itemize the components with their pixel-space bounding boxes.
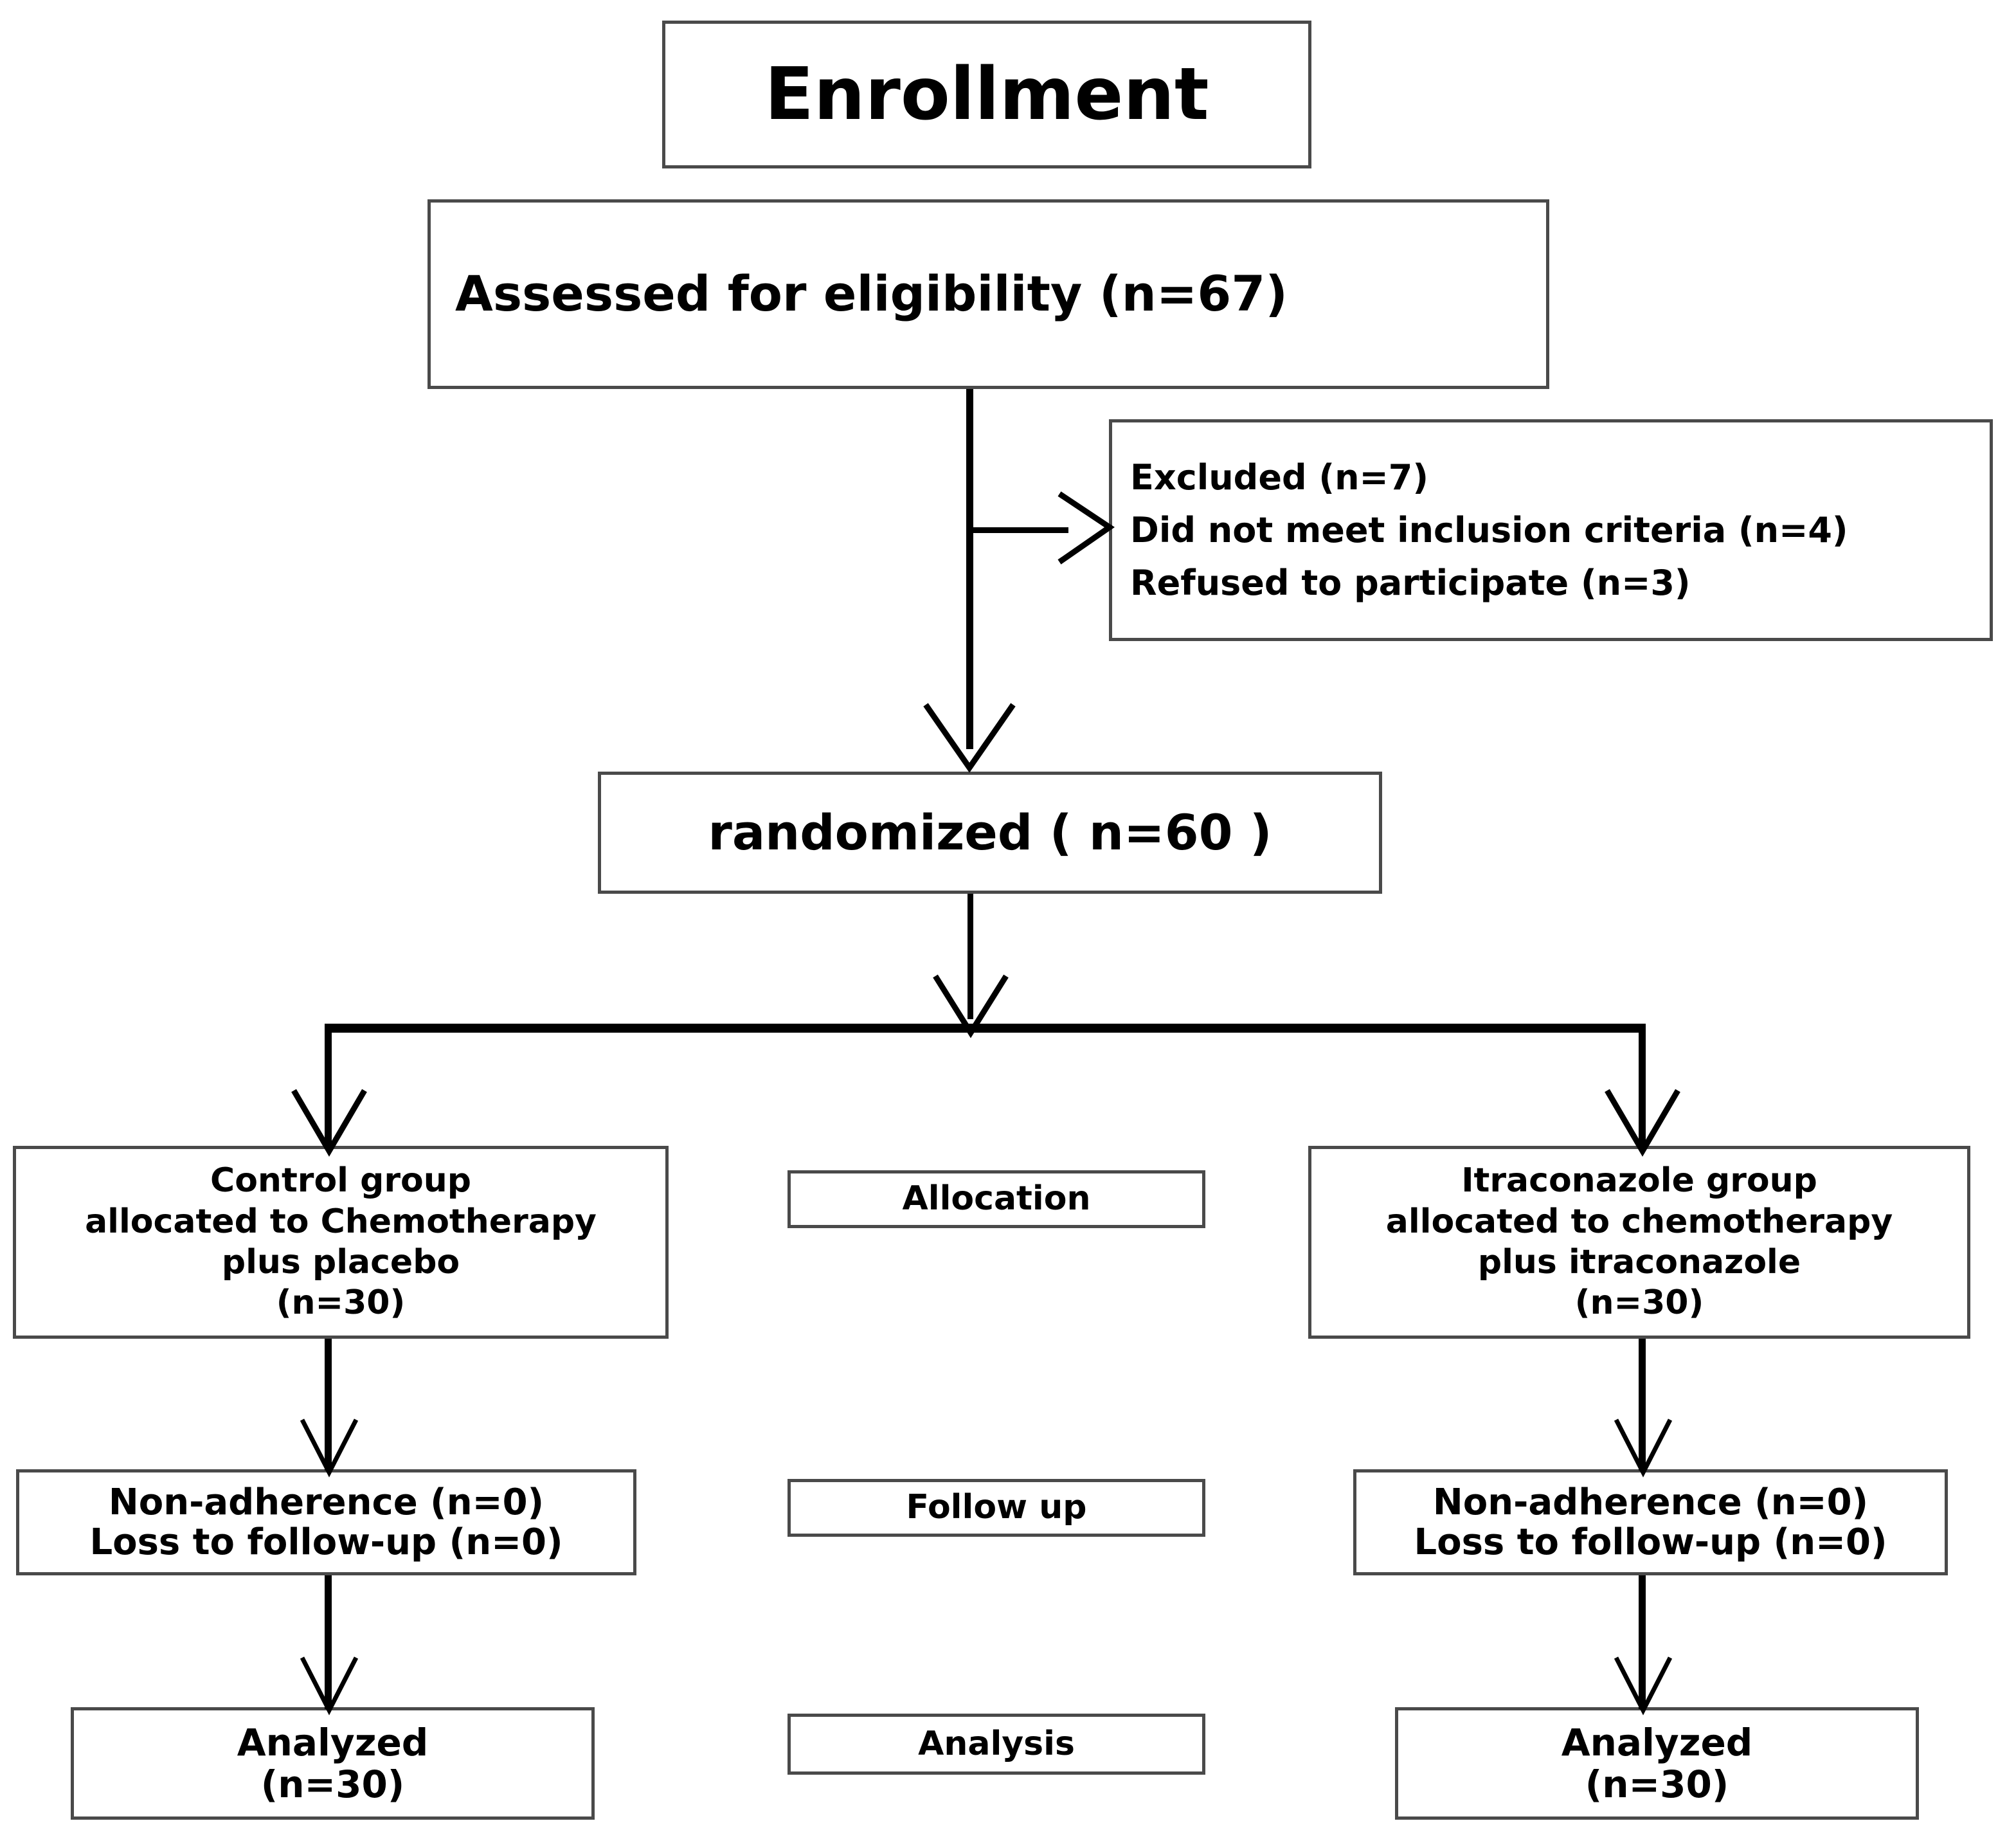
connector-split-arrowhead: [933, 974, 1009, 1038]
connector-excluded-arrowhead: [1058, 491, 1115, 565]
follow-up-control-non-adherence: Non-adherence (n=0): [108, 1481, 544, 1523]
assessed-for-eligibility-box: Assessed for eligibility (n=67): [428, 199, 1549, 389]
excluded-total-line: Excluded (n=7): [1130, 457, 1429, 498]
connector-randomized-trunk: [968, 894, 973, 1019]
allocation-itraconazole-line-4: (n=30): [1574, 1283, 1704, 1323]
connector-control-analysis-arrowhead: [300, 1656, 359, 1716]
connector-itra-alloc-to-followup-line: [1639, 1339, 1646, 1471]
allocation-control-line-1: Control group: [210, 1161, 471, 1200]
connector-randomized-arrowhead: [923, 703, 1016, 773]
connector-itra-followup-arrowhead: [1614, 1418, 1673, 1478]
follow-up-itraconazole-non-adherence: Non-adherence (n=0): [1432, 1481, 1869, 1523]
excluded-reason-refused-line: Refused to participate (n=3): [1130, 562, 1691, 603]
connector-itra-followup-to-analysis-line: [1639, 1575, 1646, 1709]
allocation-control-line-2: allocated to Chemotherapy: [85, 1202, 597, 1241]
follow-up-control-text: Non-adherence (n=0) Loss to follow-up (n…: [19, 1483, 633, 1562]
analysis-itraconazole-box: Analyzed (n=30): [1395, 1707, 1919, 1820]
allocation-control-line-3: plus placebo: [221, 1243, 460, 1282]
follow-up-itraconazole-loss: Loss to follow-up (n=0): [1414, 1521, 1887, 1563]
connector-split-bar: [325, 1024, 1646, 1033]
connector-control-followup-to-analysis-line: [325, 1575, 332, 1709]
allocation-itraconazole-line-1: Itraconazole group: [1461, 1161, 1817, 1200]
connector-excluded-branch-line: [972, 527, 1068, 533]
assessed-for-eligibility-label: Assessed for eligibility (n=67): [455, 265, 1288, 323]
analysis-itraconazole-line-2: (n=30): [1585, 1762, 1729, 1806]
analysis-stage-box: Analysis: [788, 1714, 1205, 1775]
connector-allocation-control-arrowhead: [291, 1089, 367, 1157]
connector-itra-analysis-arrowhead: [1614, 1656, 1673, 1716]
enrollment-stage-box: Enrollment: [662, 21, 1311, 168]
excluded-box: Excluded (n=7) Did not meet inclusion cr…: [1109, 419, 1993, 641]
analysis-control-text: Analyzed (n=30): [74, 1720, 591, 1806]
follow-up-stage-box: Follow up: [788, 1479, 1205, 1537]
connector-split-left-drop: [325, 1024, 332, 1146]
analysis-control-line-1: Analyzed: [237, 1720, 429, 1764]
follow-up-itraconazole-box: Non-adherence (n=0) Loss to follow-up (n…: [1353, 1469, 1948, 1575]
follow-up-control-loss: Loss to follow-up (n=0): [89, 1521, 563, 1563]
allocation-itraconazole-line-3: plus itraconazole: [1477, 1243, 1801, 1282]
analysis-control-box: Analyzed (n=30): [71, 1707, 595, 1820]
allocation-itraconazole-text: Itraconazole group allocated to chemothe…: [1311, 1161, 1967, 1324]
analysis-control-line-2: (n=30): [260, 1762, 405, 1806]
allocation-control-line-4: (n=30): [276, 1283, 406, 1323]
excluded-reason-inclusion-line: Did not meet inclusion criteria (n=4): [1130, 509, 1848, 550]
analysis-itraconazole-text: Analyzed (n=30): [1398, 1720, 1916, 1806]
randomized-label: randomized ( n=60 ): [708, 803, 1272, 861]
allocation-itraconazole-box: Itraconazole group allocated to chemothe…: [1308, 1146, 1970, 1339]
allocation-itraconazole-line-2: allocated to chemotherapy: [1385, 1202, 1893, 1241]
excluded-text: Excluded (n=7) Did not meet inclusion cr…: [1130, 460, 1990, 601]
follow-up-itraconazole-text: Non-adherence (n=0) Loss to follow-up (n…: [1356, 1483, 1945, 1562]
connector-allocation-itraconazole-arrowhead: [1605, 1089, 1680, 1157]
follow-up-stage-label: Follow up: [906, 1488, 1087, 1527]
allocation-control-box: Control group allocated to Chemotherapy …: [13, 1146, 669, 1339]
allocation-stage-label: Allocation: [902, 1179, 1091, 1218]
analysis-itraconazole-line-1: Analyzed: [1561, 1720, 1753, 1764]
follow-up-control-box: Non-adherence (n=0) Loss to follow-up (n…: [16, 1469, 636, 1575]
connector-assessed-trunk: [966, 389, 973, 749]
connector-control-alloc-to-followup-line: [325, 1339, 332, 1471]
allocation-stage-box: Allocation: [788, 1170, 1205, 1228]
connector-split-right-drop: [1639, 1024, 1646, 1146]
connector-control-followup-arrowhead: [300, 1418, 359, 1478]
enrollment-stage-label: Enrollment: [764, 52, 1209, 136]
allocation-control-text: Control group allocated to Chemotherapy …: [16, 1161, 665, 1324]
randomized-box: randomized ( n=60 ): [598, 772, 1382, 894]
analysis-stage-label: Analysis: [918, 1724, 1075, 1763]
